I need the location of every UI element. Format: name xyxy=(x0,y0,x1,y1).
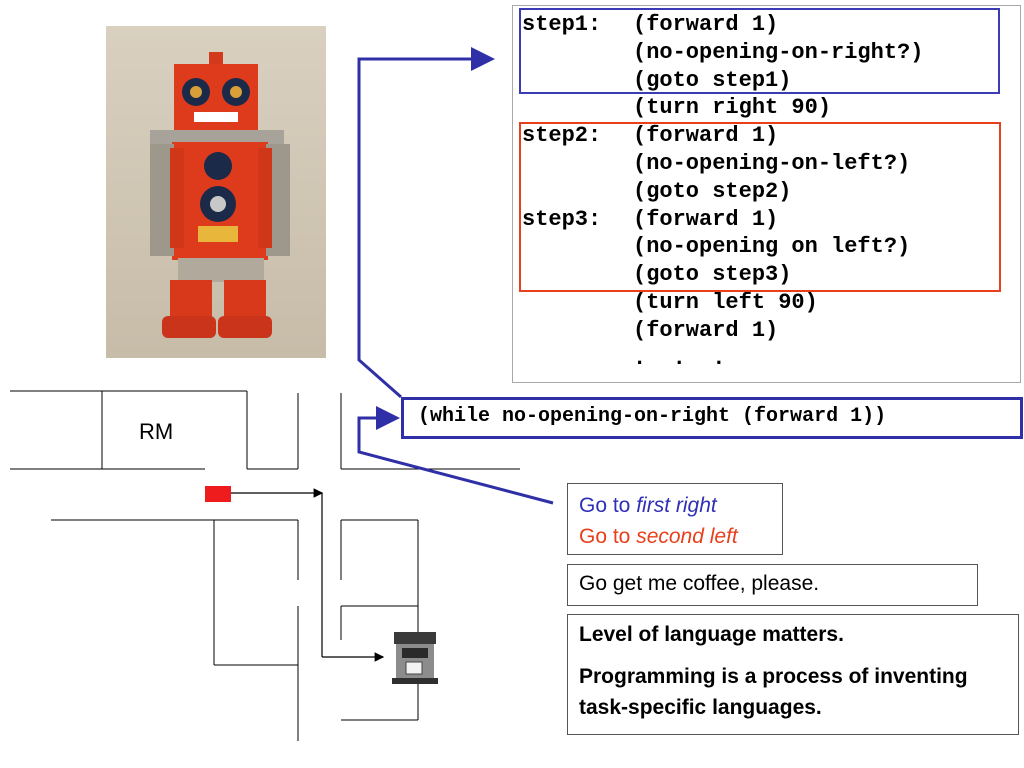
goto-first-right-emph: first right xyxy=(636,494,717,517)
goto-second-left-emph: second left xyxy=(636,525,738,548)
while-statement: (while no-opening-on-right (forward 1)) xyxy=(418,405,887,428)
code-listing: step1:(forward 1)(no-opening-on-right?)(… xyxy=(522,11,923,372)
code-label: step1: xyxy=(522,12,602,37)
coffee-machine-icon xyxy=(388,628,442,686)
code-line: . . . xyxy=(522,345,923,373)
code-line: (no-opening-on-right?) xyxy=(522,39,923,67)
goto-instructions-box: Go to first right Go to second left xyxy=(567,483,783,555)
code-label: step3: xyxy=(522,206,602,232)
code-statement: (no-opening-on-right?) xyxy=(633,39,924,65)
code-line: (goto step1) xyxy=(522,67,923,95)
code-line: (forward 1) xyxy=(522,317,923,345)
goto-prefix: Go to xyxy=(579,525,637,548)
code-line: (no-opening on left?) xyxy=(522,233,923,261)
robot-path xyxy=(231,488,385,662)
code-line: (turn left 90) xyxy=(522,289,923,317)
code-statement: (no-opening-on-left?) xyxy=(633,150,911,176)
code-line: step3: (forward 1) xyxy=(522,206,923,234)
code-statement: (turn right 90) xyxy=(633,95,832,121)
code-line: (goto step3) xyxy=(522,261,923,289)
code-line: step1: (forward 1) xyxy=(522,11,923,39)
step2-step3-highlight-box xyxy=(519,122,1001,292)
code-statement: (turn left 90) xyxy=(633,289,818,315)
code-line: (goto step2) xyxy=(522,178,923,206)
goto-first-right: Go to first right xyxy=(579,490,782,521)
code-label: step2: xyxy=(522,123,602,149)
goto-second-left: Go to second left xyxy=(579,521,782,552)
code-line: step2: (forward 1) xyxy=(522,122,923,150)
code-line: (turn right 90) xyxy=(522,94,923,122)
goto-prefix: Go to xyxy=(579,494,637,517)
step1-highlight-box xyxy=(519,8,1000,94)
room-label: RM xyxy=(139,419,174,444)
takeaway-line2: Programming is a process of inventing ta… xyxy=(579,665,968,719)
code-statement: . . . xyxy=(633,345,726,371)
code-line: (no-opening-on-left?) xyxy=(522,150,923,178)
code-statement: (forward 1) xyxy=(633,12,779,37)
code-statement: (forward 1) xyxy=(633,123,779,149)
code-statement: (no-opening on left?) xyxy=(633,234,911,260)
while-statement-box: (while no-opening-on-right (forward 1)) xyxy=(401,397,1023,439)
floor-plan xyxy=(10,390,520,741)
takeaway-box: Level of language matters. Programming i… xyxy=(567,614,1019,735)
connector-lines xyxy=(357,47,554,505)
coffee-request-box: Go get me coffee, please. xyxy=(567,564,978,606)
code-panel: step1:(forward 1)(no-opening-on-right?)(… xyxy=(512,5,1021,383)
robot-photo xyxy=(106,26,326,358)
coffee-request: Go get me coffee, please. xyxy=(579,572,820,595)
code-statement: (goto step1) xyxy=(633,67,792,93)
takeaway-line1: Level of language matters. xyxy=(579,623,844,646)
code-statement: (forward 1) xyxy=(633,317,779,343)
code-statement: (goto step3) xyxy=(633,262,792,288)
robot-position-marker xyxy=(205,486,231,502)
code-statement: (forward 1) xyxy=(633,206,779,232)
code-statement: (goto step2) xyxy=(633,178,792,204)
